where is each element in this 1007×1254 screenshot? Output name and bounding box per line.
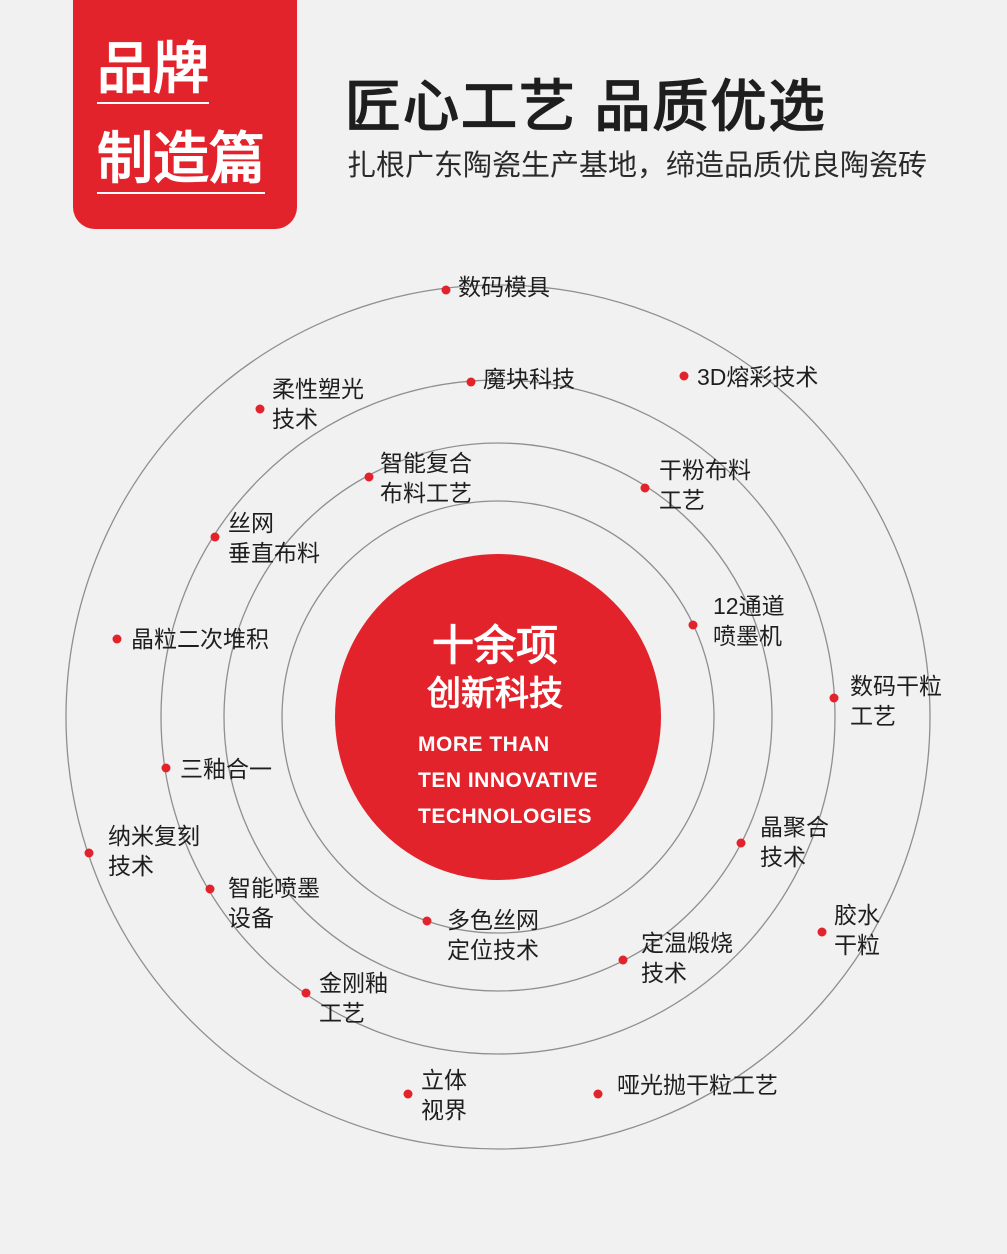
node-dot (422, 916, 432, 926)
ring-2 (281, 500, 715, 934)
badge-title-line1: 品牌 (97, 38, 209, 104)
center-circle (335, 554, 661, 880)
node-dot (205, 884, 215, 894)
badge-title-line2: 制造篇 (97, 128, 265, 194)
node-dot (817, 927, 827, 937)
node-dot (618, 955, 628, 965)
node-dot (466, 377, 476, 387)
node-dot (210, 532, 220, 542)
node-dot (364, 472, 374, 482)
brand-badge: 品牌 制造篇 (73, 0, 297, 229)
node-dot (161, 763, 171, 773)
center-english-line2: TEN INNOVATIVE (418, 769, 599, 792)
center-english-line3: TECHNOLOGIES (418, 805, 593, 828)
node-label: 胶水干粒 (834, 902, 880, 958)
node-dot (301, 988, 311, 998)
node-label: 12通道喷墨机 (713, 593, 785, 649)
node-label: 数码模具 (458, 274, 550, 300)
node-label: 智能喷墨设备 (228, 875, 320, 931)
node-label: 哑光抛干粒工艺 (617, 1072, 778, 1098)
page-subtitle: 扎根广东陶瓷生产基地，缔造品质优良陶瓷砖 (347, 150, 928, 182)
node-label: 干粉布料工艺 (659, 457, 751, 513)
page-title: 匠心工艺 品质优选 (345, 75, 827, 138)
node-label: 智能复合布料工艺 (380, 450, 472, 506)
ring-3 (223, 442, 773, 992)
node-dot (829, 693, 839, 703)
node-dot (84, 848, 94, 858)
node-dot (736, 838, 746, 848)
node-label: 数码干粒工艺 (850, 673, 942, 729)
node-dot (640, 483, 650, 493)
node-dot (688, 620, 698, 630)
node-label: 金刚釉工艺 (319, 970, 388, 1026)
node-label: 晶粒二次堆积 (131, 626, 269, 652)
node-dot (255, 404, 265, 414)
ring-5 (65, 284, 931, 1150)
node-label: 定温煅烧技术 (641, 930, 733, 986)
node-label: 魔块科技 (483, 366, 575, 392)
node-label: 多色丝网定位技术 (447, 907, 539, 963)
node-label: 3D熔彩技术 (697, 364, 819, 390)
node-dot (403, 1089, 413, 1099)
node-dot (112, 634, 122, 644)
center-title-line2: 创新科技 (427, 675, 563, 713)
node-label: 纳米复刻技术 (108, 823, 200, 879)
node-dot (679, 371, 689, 381)
node-label: 柔性塑光技术 (272, 376, 364, 432)
node-dot (593, 1089, 603, 1099)
center-title-line1: 十余项 (431, 622, 558, 669)
node-label: 三釉合一 (180, 756, 272, 782)
node-label: 丝网垂直布料 (228, 510, 320, 566)
center-english-line1: MORE THAN (418, 733, 550, 756)
ring-4 (160, 379, 836, 1055)
node-dot (441, 285, 451, 295)
node-label: 立体视界 (421, 1067, 467, 1123)
node-label: 晶聚合技术 (760, 814, 829, 870)
